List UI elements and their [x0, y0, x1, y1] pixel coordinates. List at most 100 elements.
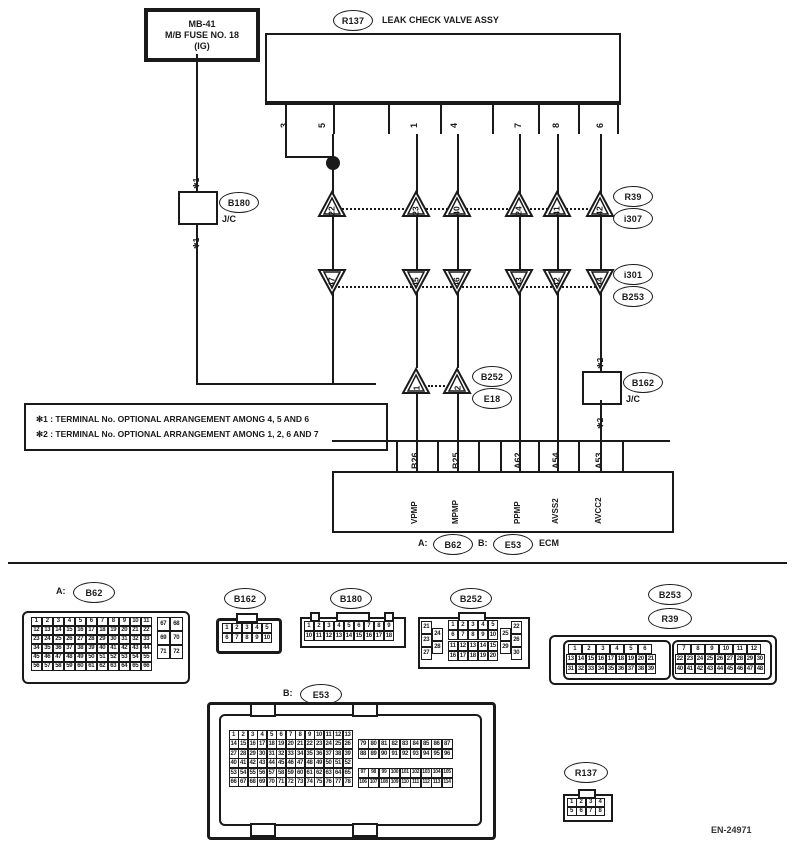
e53-tab-bottom-right — [352, 823, 378, 837]
pin-cell: 8 — [690, 643, 705, 654]
pin-cell: 40 — [674, 663, 685, 674]
marker-23-label: 23 — [411, 206, 421, 216]
pin-cell: 19 — [276, 739, 286, 749]
pin-cell: 35 — [304, 748, 315, 759]
pin-cell: 78 — [342, 777, 353, 787]
pin-cell: 65 — [129, 661, 141, 671]
pin-cell: 18 — [467, 650, 478, 661]
pin-cell: 98 — [368, 767, 379, 778]
pin-cell: 31 — [266, 748, 277, 759]
pin-cell: 47 — [295, 758, 305, 768]
pin-cell: 19 — [625, 653, 636, 664]
pin-cell: 57 — [41, 661, 53, 671]
wire-below-r2-d — [519, 292, 521, 472]
pin-cell: 4 — [609, 643, 624, 654]
pin-cell: 24 — [323, 739, 334, 749]
ecm-caption-b: E53 — [504, 539, 522, 550]
pin-cell: 34 — [295, 748, 305, 759]
pin-cell: 3 — [467, 619, 478, 630]
pin-cell: 2 — [581, 643, 596, 654]
pin-cell: 95 — [431, 748, 442, 759]
r39-oval: R39 — [648, 608, 692, 629]
valve-pin-8: 8 — [551, 122, 561, 128]
ecm-div-2 — [437, 441, 439, 471]
pin-cell: 111 — [410, 777, 421, 788]
pin-cell: 1 — [221, 622, 232, 633]
pin-cell: 13 — [342, 729, 353, 740]
pin-cell: 16 — [247, 739, 258, 749]
pin-cell: 1 — [567, 643, 582, 654]
jc-b180-code: B180 — [227, 197, 251, 208]
e53-tab-top-left — [250, 703, 276, 717]
pin-cell: 71 — [156, 644, 170, 659]
pin-cell: 13 — [565, 653, 576, 664]
pin-cell: 90 — [378, 748, 390, 759]
jc-b180-box — [178, 191, 218, 225]
pin-cell: 9 — [251, 632, 262, 643]
pin-cell: 66 — [228, 777, 239, 787]
pin-cell: 14 — [343, 630, 354, 641]
pin-cell: 4 — [257, 729, 267, 740]
pin-cell: 22 — [510, 620, 522, 634]
pin-cell: 21 — [645, 653, 656, 664]
ecm-signal-vpmp: VPMP — [410, 501, 419, 524]
connector-marker-40: 40 — [442, 190, 472, 218]
pin-cell: 62 — [96, 661, 108, 671]
wire-valve-pin6 — [600, 134, 602, 201]
valve-pin-3: 3 — [279, 122, 289, 128]
wire-valve-pin8 — [557, 134, 559, 201]
ecm-pin-a54: A54 — [551, 452, 561, 469]
b62-oval: B62 — [73, 582, 115, 603]
pin-cell: 48 — [304, 758, 315, 768]
pin-cell: 5 — [266, 729, 277, 740]
pin-cell: 17 — [457, 650, 468, 661]
pin-cell: 50 — [323, 758, 334, 768]
pin-cell: 49 — [314, 758, 324, 768]
pin-cell: 59 — [285, 767, 296, 778]
jc-b162-oval: B162 — [623, 372, 663, 393]
pin-cell: 113 — [431, 777, 442, 788]
b253-code-top: B253 — [658, 589, 682, 600]
b253-code-bottom: R39 — [661, 613, 679, 624]
pin-cell: 7 — [231, 632, 242, 643]
pin-cell: 9 — [477, 629, 488, 640]
pin-cell: 16 — [447, 650, 458, 661]
pin-cell: 15 — [585, 653, 596, 664]
pin-cell: 91 — [389, 748, 400, 759]
pin-cell: 58 — [276, 767, 286, 778]
fuse-line-3: (IG) — [194, 40, 210, 51]
pin-cell: 38 — [333, 748, 343, 759]
pin-cell: 15 — [353, 630, 364, 641]
pin-cell: 46 — [285, 758, 296, 768]
pin-cell: 64 — [118, 661, 130, 671]
wire-r1r2-d — [519, 216, 521, 271]
valve-code-oval: R137 — [333, 10, 373, 31]
pin-cell: 112 — [420, 777, 432, 788]
pin-cell: 14 — [575, 653, 586, 664]
r137-oval: R137 — [564, 762, 608, 783]
pin-cell: 32 — [575, 663, 586, 674]
wire-fuse-bottom — [196, 383, 376, 385]
pin-cell: 8 — [373, 620, 384, 631]
pin-cell: 93 — [410, 748, 421, 759]
ecm-caption-a: B62 — [444, 539, 462, 550]
pin-cell: 2 — [231, 622, 242, 633]
ecm-caption-suffix: ECM — [539, 538, 559, 548]
pin-cell: 8 — [241, 632, 252, 643]
pin-cell: 52 — [342, 758, 353, 768]
wire-below-r3-c — [457, 392, 459, 472]
connector-marker-41: 41 — [542, 190, 572, 218]
pin-cell: 13 — [467, 640, 478, 651]
row2-code-b253-oval: B253 — [613, 286, 653, 307]
b180-oval: B180 — [330, 588, 372, 609]
wire-below-r2-e — [557, 292, 559, 472]
pin-cell: 27 — [420, 646, 432, 660]
pin-cell: 71 — [276, 777, 286, 787]
jc-b162-box — [582, 371, 622, 405]
pin-cell: 26 — [510, 633, 522, 647]
valve-pin-div-1 — [285, 101, 287, 134]
